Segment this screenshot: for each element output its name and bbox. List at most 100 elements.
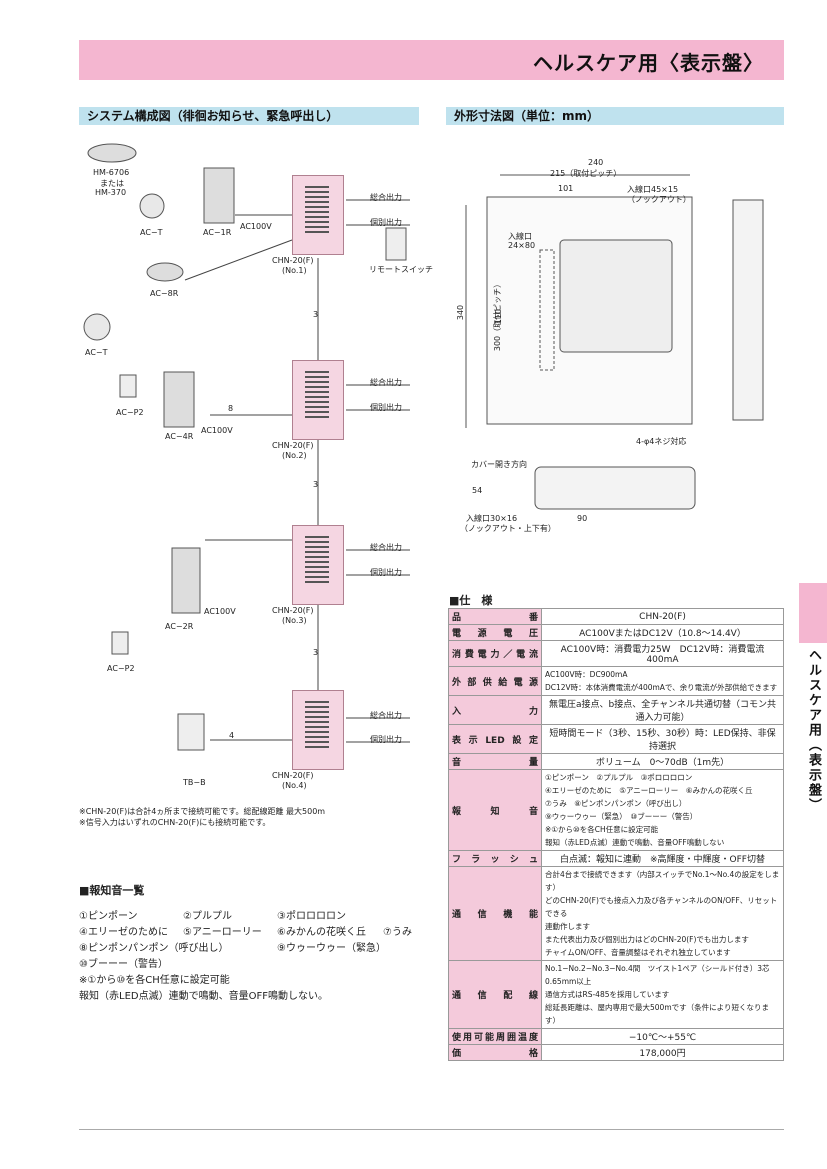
sound-item: ②プルプル xyxy=(183,911,232,922)
sound-item: ⑤アニーローリー xyxy=(183,927,262,938)
dim-215: 215（取付ピッチ） xyxy=(550,169,622,178)
unit-1-indiv-output: 個別出力 xyxy=(370,218,402,227)
sound-note-2: 報知（赤LED点滅）連動で鳴動、音量OFF鳴動しない。 xyxy=(79,991,328,1002)
spec-key: 価格 xyxy=(448,1044,542,1061)
eight-label: 8 xyxy=(228,404,234,413)
unit-2-model: CHN-20(F) xyxy=(272,441,314,450)
spec-value-line: 通信方式はRS-485を採用しています xyxy=(545,990,670,999)
dim-54: 54 xyxy=(472,486,483,495)
unit-2-indiv-output: 個別出力 xyxy=(370,403,402,412)
remote-switch-label: リモートスイッチ xyxy=(369,265,433,274)
ac-8r-label: AC−8R xyxy=(150,289,179,298)
spec-key: 入力 xyxy=(448,695,542,725)
link-label-1: 3 xyxy=(313,310,319,319)
ac100v-1-label: AC100V xyxy=(240,222,272,231)
dim-in24b: 24×80 xyxy=(508,241,536,250)
dim-90: 90 xyxy=(577,514,588,523)
dim-in24: 入線口 xyxy=(508,232,532,241)
sound-item: ⑩ブーーー（警告） xyxy=(79,959,168,970)
spec-row: 表示LED設定短時間モード（3秒、15秒、30秒）時：LED保持、非保持選択 xyxy=(448,724,784,754)
spec-key: 通信配線 xyxy=(448,960,542,1029)
ac100v-2-label: AC100V xyxy=(201,426,233,435)
hm-label: HM-6706 xyxy=(93,168,130,177)
unit-4-no: (No.4) xyxy=(282,781,307,790)
ac-p2-1-label: AC−P2 xyxy=(116,408,144,417)
ac-4r-label: AC−4R xyxy=(165,432,194,441)
sound-item: ⑧ピンポンパンポン（呼び出し） xyxy=(79,943,229,954)
spec-value-line: AC100VまたはDC12V（10.8〜14.4V） xyxy=(579,629,746,639)
unit-1-total-output: 総合出力 xyxy=(370,193,402,202)
sound-item: ⑦うみ xyxy=(383,927,412,938)
sound-item: ⑥みかんの花咲く丘 xyxy=(277,927,366,938)
system-section-header: システム構成図（徘徊お知らせ、緊急呼出し） xyxy=(79,107,419,125)
spec-key: 消費電力／電流 xyxy=(448,640,542,667)
spec-row: 音量ボリューム 0〜70dB（1m先） xyxy=(448,753,784,770)
chn20-panel-2 xyxy=(292,360,344,440)
spec-value-line: 無電圧a接点、b接点、全チャンネル共通切替（コモン共通入力可能） xyxy=(549,700,776,723)
ac-t1-label: AC−T xyxy=(140,228,163,237)
spec-value-line: 報知（赤LED点滅）連動で鳴動、音量OFF鳴動しない xyxy=(545,838,725,847)
link-label-2: 3 xyxy=(313,480,319,489)
dims-section-header: 外形寸法図（単位：mm） xyxy=(446,107,784,125)
ac100v-3-label: AC100V xyxy=(204,607,236,616)
spec-value-line: ⑨ウゥーウゥー（緊急） ⑩ブーーー（警告） xyxy=(545,812,698,821)
spec-value-line: チャイムON/OFF、音量調整はそれぞれ独立しています xyxy=(545,948,731,957)
dim-in45: 入線口45×15 xyxy=(627,185,679,194)
spec-value-line: ※①から⑩を各CH任意に設定可能 xyxy=(545,825,659,834)
spec-key: 音量 xyxy=(448,753,542,770)
sound-item: ⑨ウゥーウゥー（緊急） xyxy=(277,943,386,954)
dim-101: 101 xyxy=(558,184,574,193)
spec-row: 使用可能周囲温度−10℃〜+55℃ xyxy=(448,1028,784,1045)
spec-value-line: No.1−No.2−No.3−No.4間 ツイスト1ペア（シールド付き）3芯0.… xyxy=(545,964,770,986)
page-title: ヘルスケア用〈表示盤〉 xyxy=(533,51,764,75)
spec-value: AC100V時：消費電力25W DC12V時：消費電流400mA xyxy=(541,640,784,667)
dim-340: 340 xyxy=(456,304,466,321)
spec-value-line: AC100V時：消費電力25W DC12V時：消費電流400mA xyxy=(560,645,765,665)
spec-value: ①ピンポーン ②プルプル ③ポロロロロン ④エリーゼのために ⑤アニーローリー ⑥… xyxy=(541,769,784,851)
link-label-3: 3 xyxy=(313,648,319,657)
spec-value: AC100VまたはDC12V（10.8〜14.4V） xyxy=(541,624,784,641)
spec-key: 外部供給電源 xyxy=(448,666,542,696)
unit-2-total-output: 総合出力 xyxy=(370,378,402,387)
dim-in30: 入線口30×16 xyxy=(466,514,518,523)
unit-3-total-output: 総合出力 xyxy=(370,543,402,552)
spec-value: No.1−No.2−No.3−No.4間 ツイスト1ペア（シールド付き）3芯0.… xyxy=(541,960,784,1029)
spec-value-line: ⑦うみ ⑧ピンポンパンポン（呼び出し） xyxy=(545,799,687,808)
spec-value-line: ④エリーゼのために ⑤アニーローリー ⑥みかんの花咲く丘 xyxy=(545,786,753,795)
dim-240: 240 xyxy=(588,158,604,167)
spec-title: ■仕 様 xyxy=(449,594,493,607)
sound-item: ①ピンポーン xyxy=(79,911,138,922)
sound-item: ④エリーゼのために xyxy=(79,927,168,938)
spec-row: 通信機能合計4台まで接続できます（内部スイッチでNo.1〜No.4の設定をします… xyxy=(448,866,784,961)
spec-row: 消費電力／電流 AC100V時：消費電力25W DC12V時：消費電流400mA xyxy=(448,640,784,667)
spec-value: 短時間モード（3秒、15秒、30秒）時：LED保持、非保持選択 xyxy=(541,724,784,754)
diagram-note-2: ※信号入力はいずれのCHN-20(F)にも接続可能です。 xyxy=(79,818,271,827)
page-banner: ヘルスケア用〈表示盤〉 xyxy=(79,40,784,80)
chn20-panel-4 xyxy=(292,690,344,770)
spec-key: 品番 xyxy=(448,608,542,625)
diagram-note-1: ※CHN-20(F)は合計4ヵ所まで接続可能です。総配線距離 最大500m xyxy=(79,807,326,816)
side-tab xyxy=(799,583,827,643)
spec-row: 入力無電圧a接点、b接点、全チャンネル共通切替（コモン共通入力可能） xyxy=(448,695,784,725)
sound-item: ③ポロロロロン xyxy=(277,911,346,922)
spec-value-line: −10℃〜+55℃ xyxy=(628,1033,697,1043)
spec-value-line: 合計4台まで接続できます（内部スイッチでNo.1〜No.4の設定をします） xyxy=(545,870,780,892)
dim-110: 110 xyxy=(494,308,504,325)
chn20-panel-3 xyxy=(292,525,344,605)
spec-value-line: ①ピンポーン ②プルプル ③ポロロロロン xyxy=(545,773,693,782)
spec-value-line: 総延長距離は、屋内専用で最大500mです（条件により短くなります） xyxy=(545,1003,769,1025)
sound-list-title: ■報知音一覧 xyxy=(79,884,145,897)
sound-note-1: ※①から⑩を各CH任意に設定可能 xyxy=(79,975,230,986)
dim-knockout: （ノックアウト） xyxy=(627,195,691,204)
tb-b-label: TB−B xyxy=(183,778,206,787)
spec-value-line: 白点滅：報知に連動 ※高輝度・中輝度・OFF切替 xyxy=(560,855,765,865)
